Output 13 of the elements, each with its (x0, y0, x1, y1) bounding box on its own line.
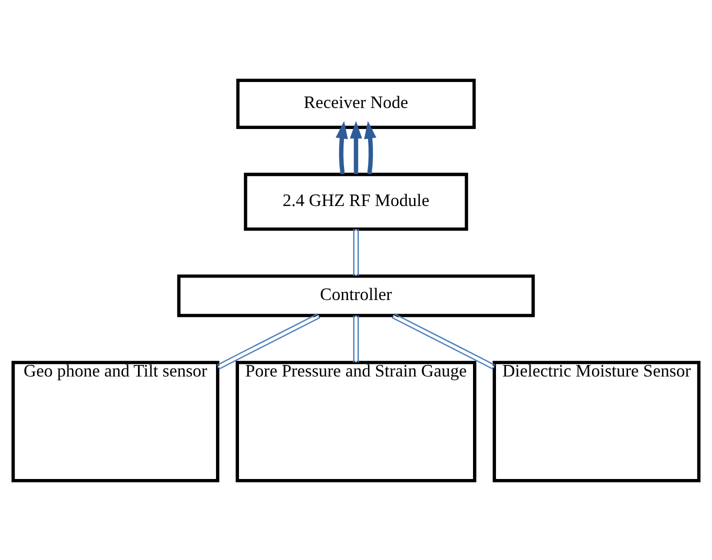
node-box: Geo phone and Tilt sensor (12, 360, 220, 482)
node-box: Receiver Node (236, 78, 476, 129)
arrow (350, 120, 362, 174)
node-box: 2.4 GHZ RF Module (244, 172, 468, 230)
arrow (364, 120, 376, 174)
node-box: Pore Pressure and Strain Gauge (236, 360, 476, 482)
node-box: Dielectric Moisture Sensor (492, 360, 700, 482)
connector (353, 228, 359, 276)
node-box: Controller (177, 274, 535, 317)
connector (216, 312, 320, 370)
connector (353, 315, 359, 362)
arrow (336, 120, 348, 174)
connector (392, 312, 496, 370)
